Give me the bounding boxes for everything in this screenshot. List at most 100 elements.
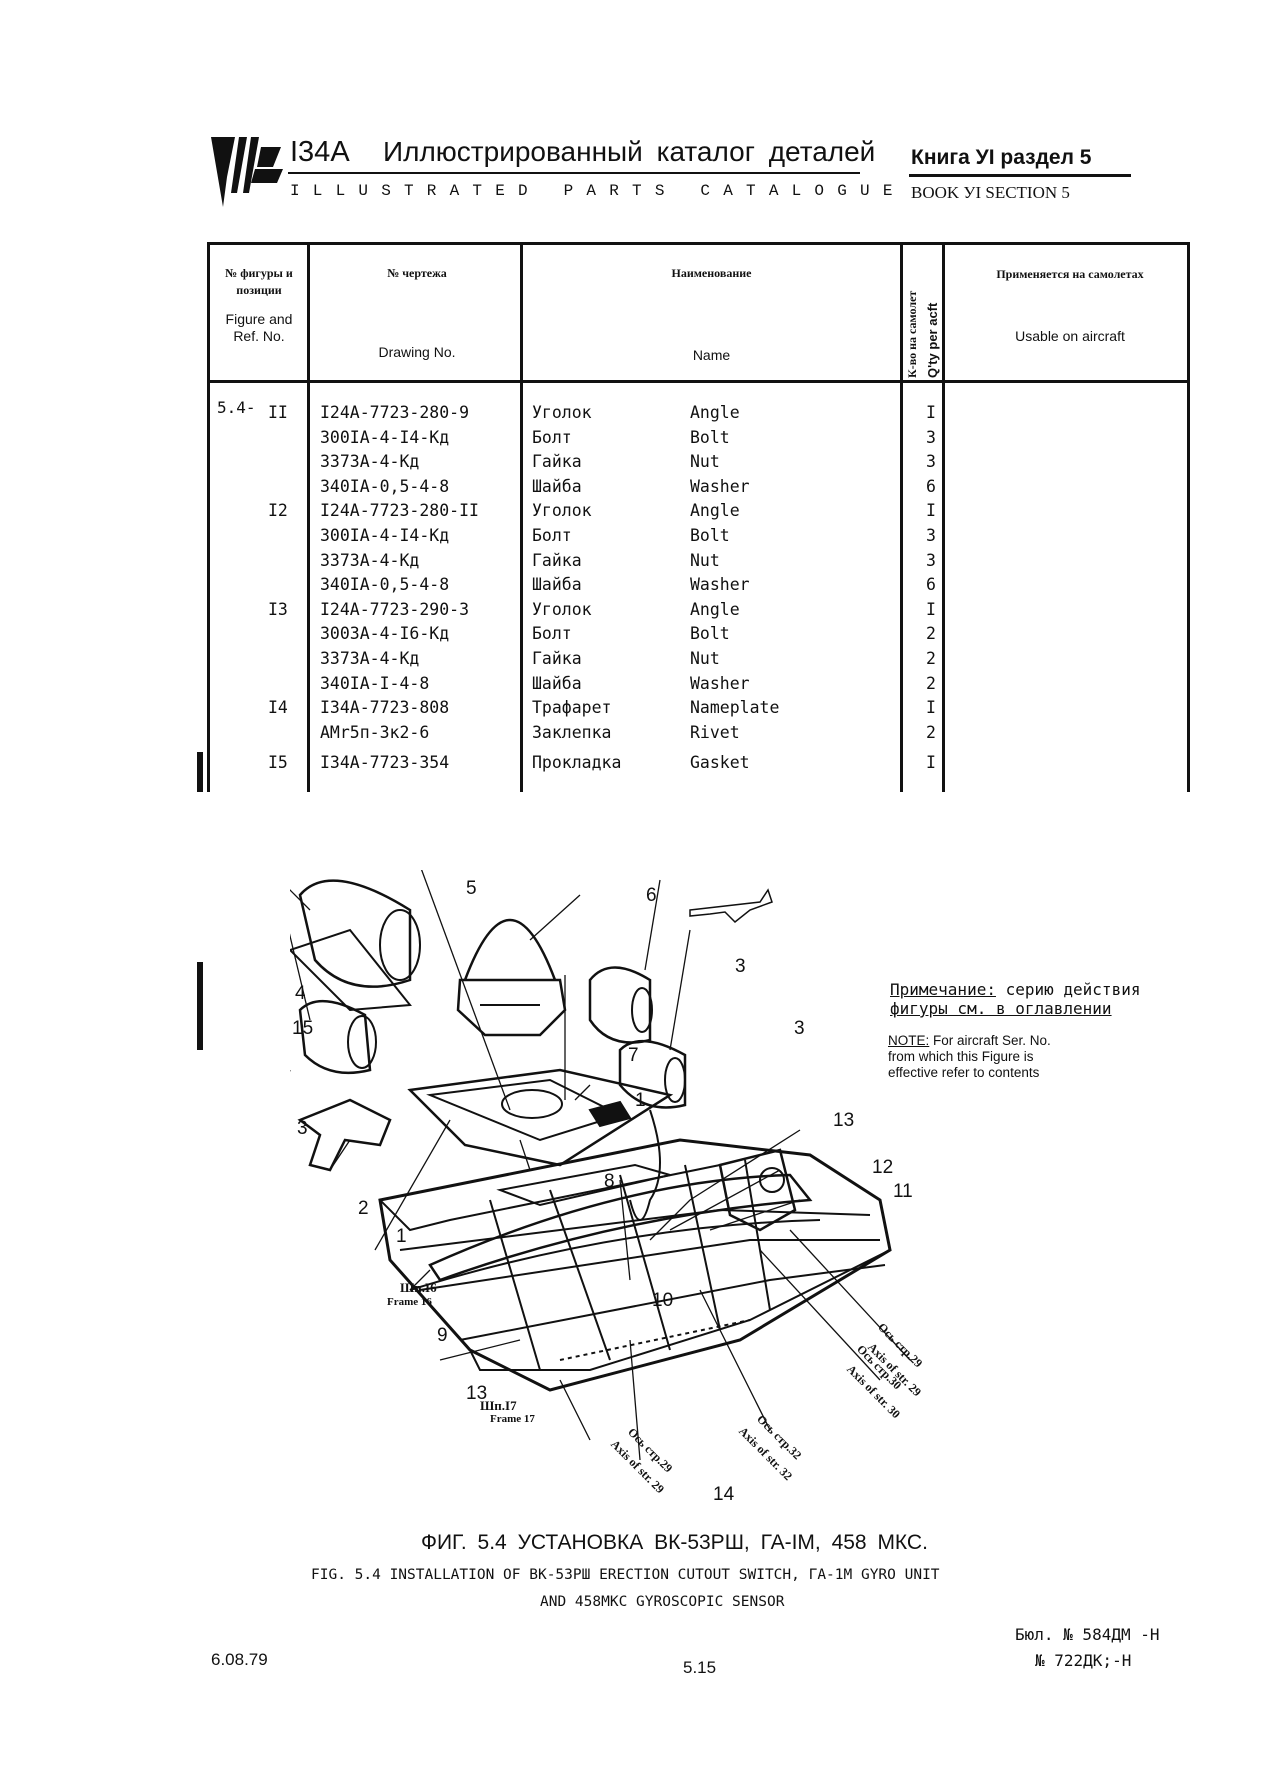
name-en-cell: Washer xyxy=(690,476,750,496)
gyro-sensor-dome xyxy=(463,919,557,981)
name-en-cell: Nut xyxy=(690,452,720,472)
note-ru: Примечание: серию действия фигуры см. в … xyxy=(890,980,1140,1018)
name-ru-cell: Прокладка xyxy=(532,753,622,773)
frame-17-label-en: Frame 17 xyxy=(490,1413,535,1425)
page-number: 5.15 xyxy=(683,1658,717,1677)
note-ru-label: Примечание: xyxy=(890,980,996,999)
catalog-title-en: ILLUSTRATED PARTS CATALOGUE xyxy=(290,182,906,200)
bulletin-ref: Бюл. № 584ДМ -Н xyxy=(1015,1625,1160,1644)
frame-16-label-en: Frame 16 xyxy=(387,1296,432,1308)
callout-number: 6 xyxy=(646,885,657,906)
name-en-cell: Angle xyxy=(690,501,740,521)
note-en: NOTE: For aircraft Ser. No. from which t… xyxy=(888,1033,1051,1081)
col-header-qty-en: Q'ty per acft xyxy=(925,302,940,378)
name-ru-cell: Шайба xyxy=(532,476,582,496)
name-ru-cell: Уголок xyxy=(532,501,592,521)
col-header-usable-ru: Применяется на самолетах xyxy=(996,267,1144,281)
aircraft-model: I34A xyxy=(290,136,350,168)
callout-number: 1 xyxy=(396,1226,407,1247)
qty-cell: I xyxy=(926,403,936,422)
figure-caption-en: FIG. 5.4 INSTALLATION OF BK-53PШ ERECTIO… xyxy=(311,1567,940,1583)
qty-cell: I xyxy=(926,753,936,773)
manufacturer-logo xyxy=(211,137,283,207)
ref-no-cell: I2 xyxy=(268,501,288,521)
floor-panel xyxy=(378,1138,892,1392)
bulletin-ref: № 722ДК;-Н xyxy=(1035,1651,1132,1670)
note-ru-line: фигуры см. в оглавлении xyxy=(890,999,1112,1018)
callout-number: 11 xyxy=(893,1181,913,1202)
table-col-border xyxy=(207,242,210,792)
gyro-unit-small xyxy=(298,999,372,1075)
callout-number: 8 xyxy=(604,1171,615,1192)
name-en-cell: Angle xyxy=(690,599,740,619)
mounting-plate xyxy=(407,1068,674,1167)
note-en-line: effective refer to contents xyxy=(888,1065,1040,1080)
drawing-no-cell: 340IA-0,5-4-8 xyxy=(320,476,450,496)
callout-number: 13 xyxy=(833,1110,855,1131)
revision-bar xyxy=(197,962,203,1050)
note-en-line: For aircraft Ser. No. xyxy=(929,1033,1051,1048)
qty-cell: I xyxy=(926,501,936,521)
book-section-ru: Книга УI раздел 5 xyxy=(911,146,1092,169)
qty-cell: 3 xyxy=(926,427,936,447)
name-ru-cell: Гайка xyxy=(532,550,582,570)
col-header-drawing-en: Drawing No. xyxy=(378,344,456,360)
revision-bar xyxy=(197,752,203,792)
name-en-cell: Nut xyxy=(690,550,720,570)
ref-no-cell: I5 xyxy=(268,753,288,773)
book-rule xyxy=(909,174,1131,177)
figure-caption-en-cont: AND 458MKC GYROSCOPIC SENSOR xyxy=(540,1594,785,1610)
col-header-figure-ru: № фигуры и позиции xyxy=(225,266,293,297)
name-en-cell: Angle xyxy=(690,403,740,422)
figure-caption-ru: ФИГ. 5.4 УСТАНОВКА ВК-53РШ, ГА-IМ, 458 М… xyxy=(421,1531,928,1554)
callout-number: 2 xyxy=(358,1198,369,1219)
qty-cell: 2 xyxy=(926,722,936,742)
table-col-border xyxy=(307,242,310,792)
callout-number: 14 xyxy=(713,1484,735,1505)
name-en-cell: Bolt xyxy=(690,624,730,644)
name-ru-cell: Уголок xyxy=(532,403,592,422)
callout-number: 3 xyxy=(297,1118,308,1139)
callout-number: 1 xyxy=(635,1090,646,1111)
book-section-en: BOOK УI SECTION 5 xyxy=(911,183,1070,202)
drawing-no-cell: AMr5п-3к2-6 xyxy=(320,722,430,742)
callout-number: 5 xyxy=(466,878,477,899)
qty-cell: 6 xyxy=(926,575,936,595)
name-en-cell: Gasket xyxy=(690,753,750,773)
col-header-figure-en: Figure and Ref. No. xyxy=(225,311,293,344)
name-en-cell: Washer xyxy=(690,673,750,693)
qty-cell: 2 xyxy=(926,624,936,644)
qty-cell: I xyxy=(926,698,936,718)
table-col-border xyxy=(900,242,903,792)
callout-number: 15 xyxy=(292,1018,314,1039)
name-ru-cell: Болт xyxy=(532,624,572,644)
name-ru-cell: Шайба xyxy=(532,575,582,595)
qty-cell: 2 xyxy=(926,673,936,693)
callout-number: 3 xyxy=(735,956,746,977)
callout-number: 9 xyxy=(437,1325,448,1346)
drawing-no-cell: 300IA-4-I4-Кд xyxy=(320,526,450,545)
aircraft-pictogram xyxy=(689,888,773,924)
drawing-no-cell: I24A-7723-290-3 xyxy=(320,599,470,619)
table-col-border xyxy=(942,242,945,792)
table-top-rule xyxy=(207,242,1190,245)
catalog-title-ru: Иллюстрированный каталог деталей xyxy=(383,136,876,167)
note-ru-line: серию действия xyxy=(995,980,1141,999)
name-ru-cell: Болт xyxy=(532,427,572,447)
frame-17-label-ru: Шп.I7 xyxy=(480,1398,517,1413)
drawing-no-cell: I24A-7723-280-II xyxy=(320,501,479,521)
ref-no-cell: II xyxy=(268,403,288,422)
table-col-border xyxy=(1187,242,1190,792)
cutout-switch-upper xyxy=(588,966,652,1044)
table-col-border xyxy=(520,242,523,792)
frame-16-label-ru: Шп.I6 xyxy=(400,1280,437,1295)
qty-cell: 3 xyxy=(926,526,936,545)
drawing-no-cell: I34A-7723-808 xyxy=(320,698,450,718)
support-box xyxy=(718,1148,797,1232)
col-header-name-ru: Наименование xyxy=(671,266,752,280)
parts-table xyxy=(207,242,1190,792)
callout-number: 7 xyxy=(628,1045,639,1066)
col-header-usable-en: Usable on aircraft xyxy=(1015,328,1125,344)
drawing-no-cell: 3373A-4-Кд xyxy=(320,550,420,570)
qty-cell: I xyxy=(926,599,936,619)
